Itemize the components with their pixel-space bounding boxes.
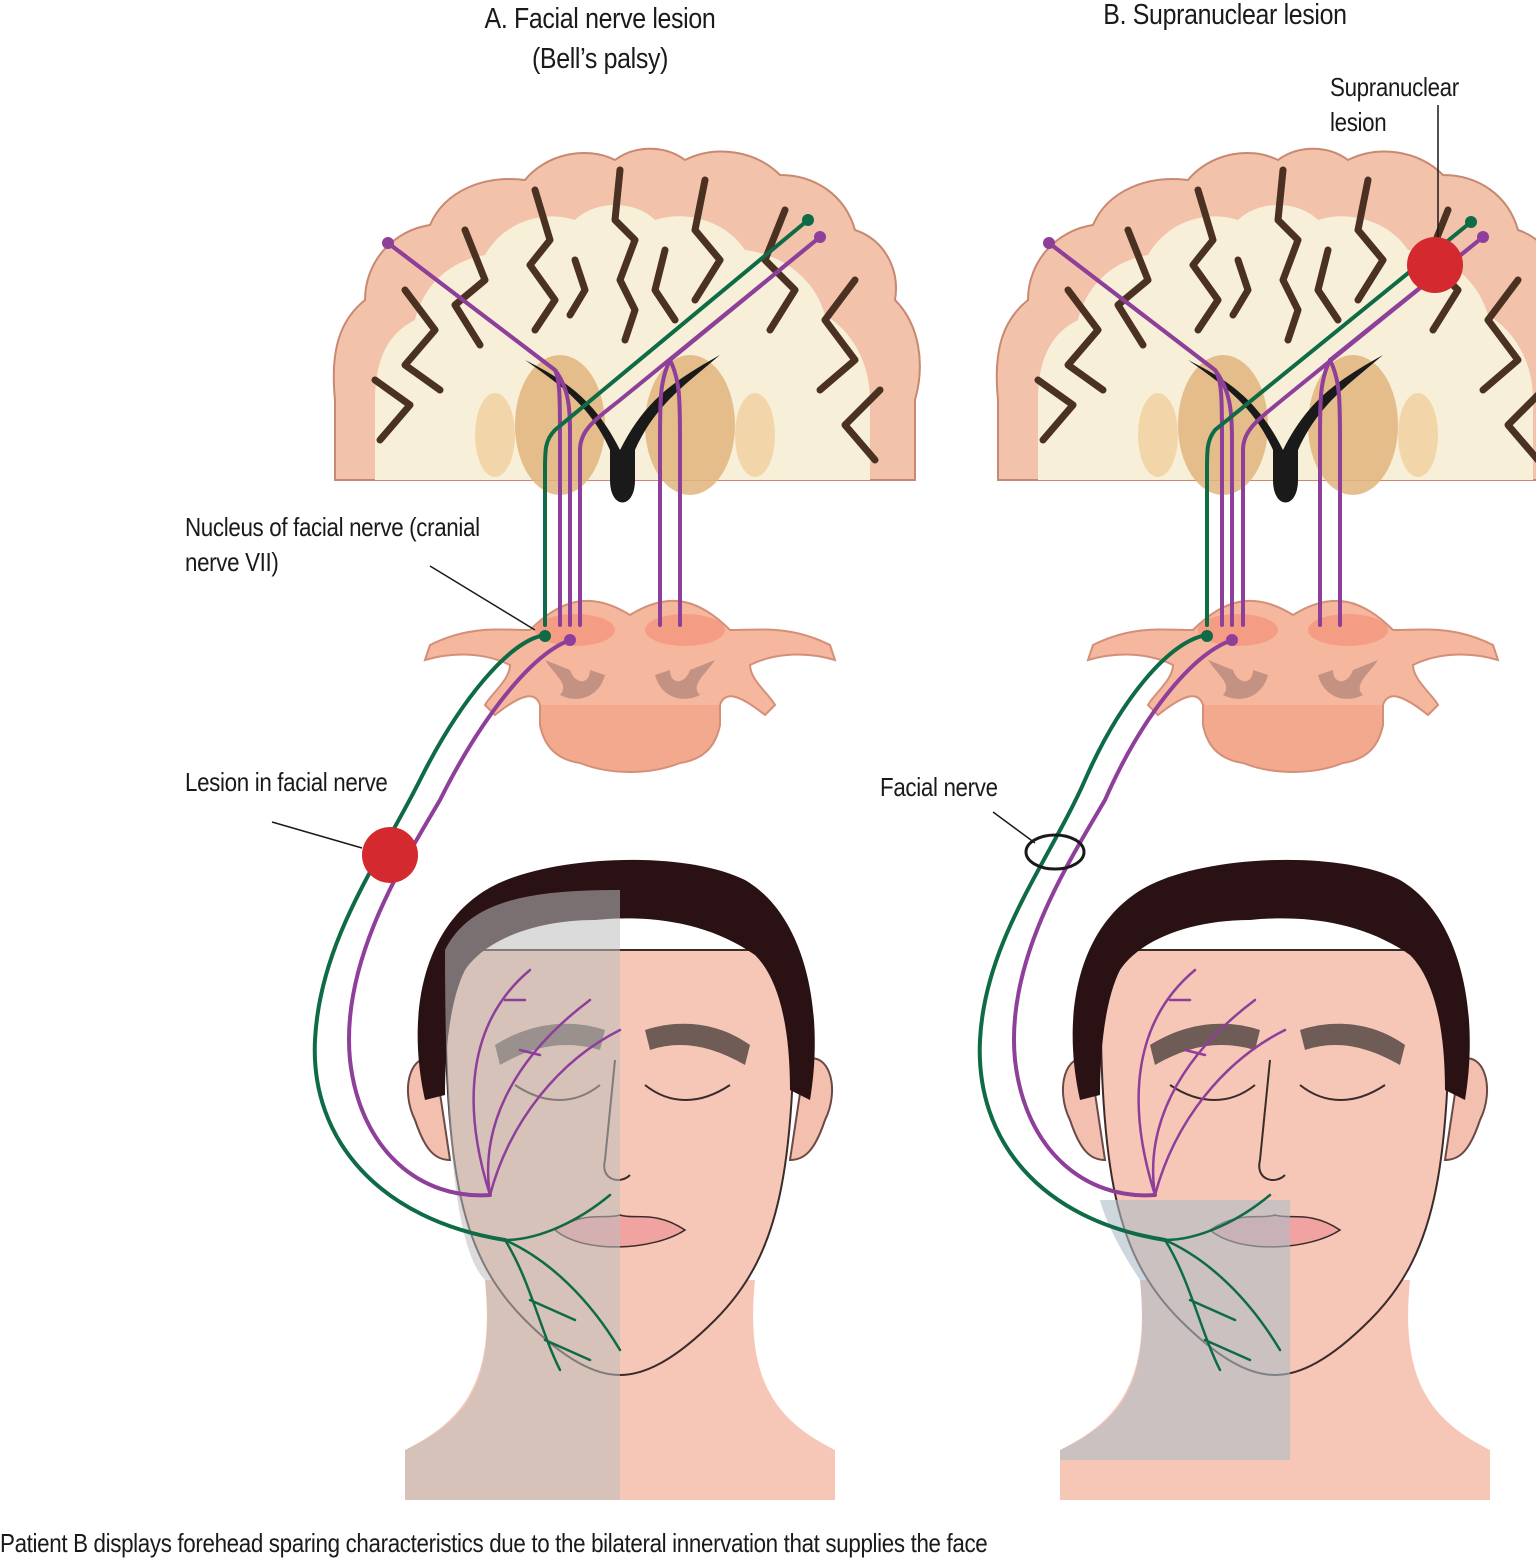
panel-a-lesion-label: Lesion in facial nerve [185,767,388,797]
panel-a-paralysed-half [405,890,620,1500]
panel-b-nerve-leader [992,811,1036,844]
panel-b-lesion-marker [1407,237,1463,293]
panel-a-nucleus-label-line2: nerve VII) [185,547,279,577]
panel-a-nucleus-label-line1: Nucleus of facial nerve (cranial [185,512,480,542]
panel-b-nerve-label: Facial nerve [880,772,998,802]
panel-a-lesion-leader [271,821,363,849]
panel-b-synapse-dots [1043,216,1489,646]
panel-a-title-line2: (Bell’s palsy) [531,43,669,75]
figure-caption: Patient B displays forehead sparing char… [0,1528,988,1558]
panel-b-lesion-label-line1: Supranuclear [1330,72,1459,102]
panel-b-lesion-label-line2: lesion [1330,107,1387,137]
panel-a-lesion-marker [362,827,418,883]
panel-b-paralysed-lower-half [1060,1200,1290,1460]
panel-a-upper-motor-pathways [312,218,822,1372]
panel-b-title: B. Supranuclear lesion [1103,0,1347,31]
panel-a-nucleus-leader [429,565,536,631]
panel-a-synapse-dots [382,214,826,646]
panel-b-brainstem [1087,599,1499,773]
panel-a-brainstem [424,599,836,773]
panel-b-upper-motor-pathways [977,220,1485,1372]
panel-a-title-line1: A. Facial nerve lesion [484,3,716,35]
panel-b-nerve-ring [1024,833,1086,871]
panel-b-brain [997,149,1536,503]
panel-a-brain [334,149,920,503]
